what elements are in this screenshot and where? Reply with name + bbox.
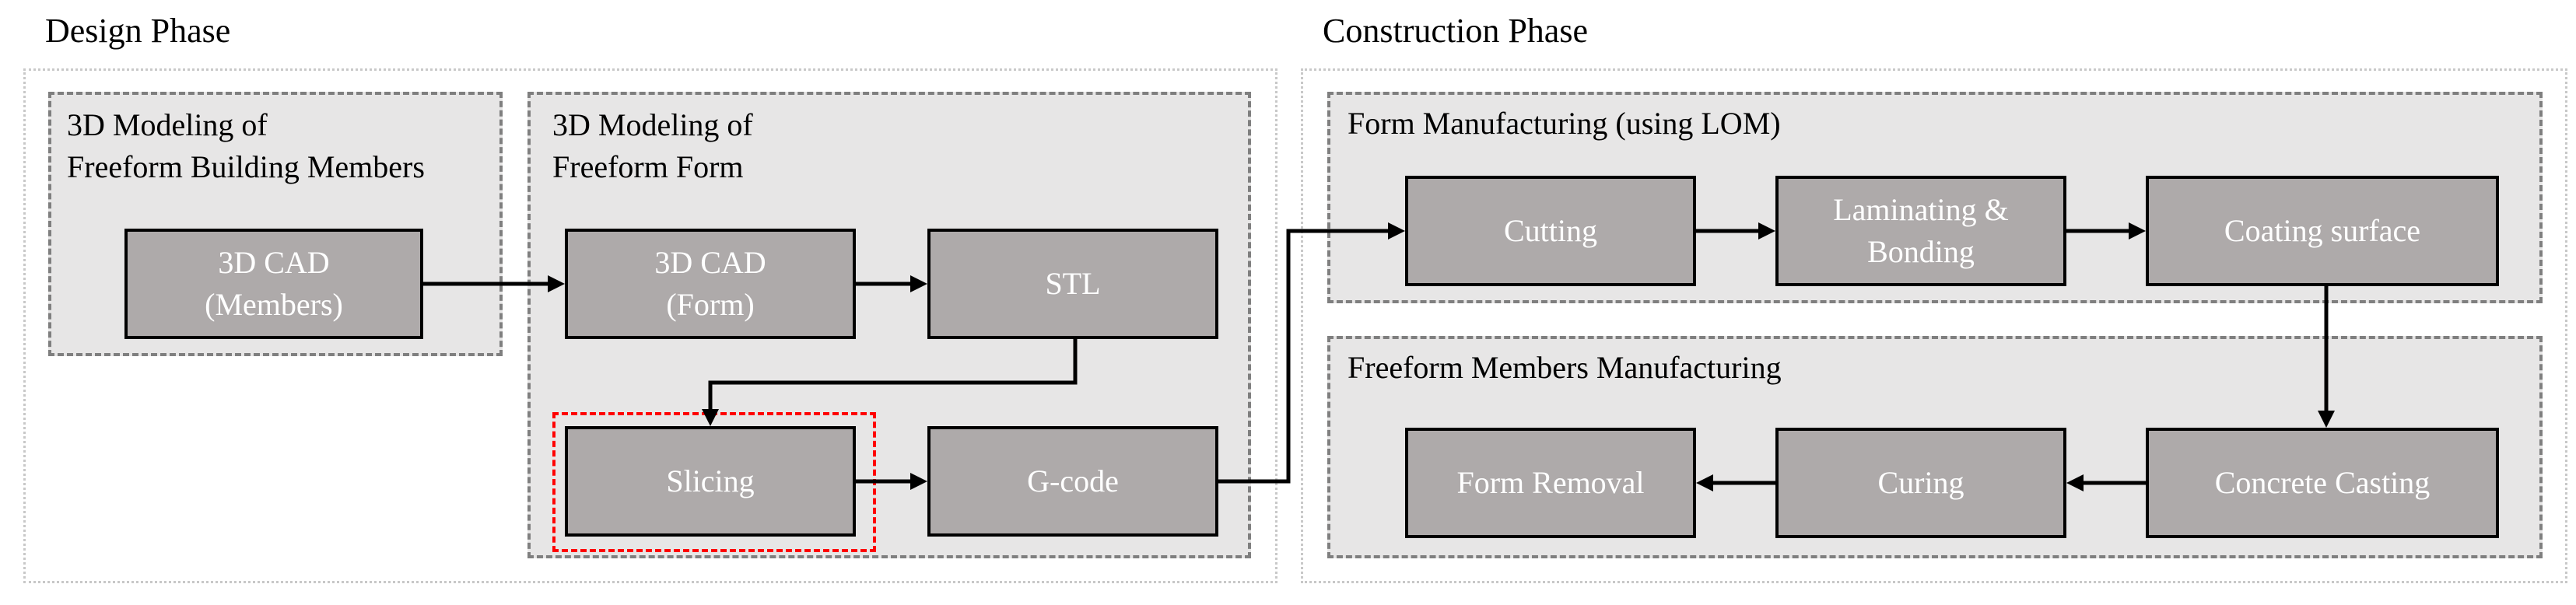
group-members-manufacturing-label: Freeform Members Manufacturing [1348,350,1782,385]
arrowhead-form-removal [1696,474,1713,491]
arrow-stl-to-slicing [708,339,1078,418]
node-g-code: G-code [927,426,1218,537]
node-3d-cad-members: 3D CAD (Members) [124,229,423,339]
node-coating-surface: Coating surface [2146,176,2499,286]
arrowhead-cad-form [548,275,565,292]
arrowhead-gcode [910,473,927,490]
node-3d-cad-form: 3D CAD (Form) [565,229,856,339]
node-form-removal: Form Removal [1405,428,1696,538]
node-cutting: Cutting [1405,176,1696,286]
node-curing: Curing [1775,428,2066,538]
arrowhead-stl [910,275,927,292]
arrowhead-curing [2066,474,2084,491]
construction-phase-container [1301,68,2567,583]
arrowhead-cutting [1388,222,1405,240]
arrowhead-laminating [1758,222,1775,240]
design-phase-title: Design Phase [45,12,231,50]
group-form-manufacturing-label: Form Manufacturing (using LOM) [1348,106,1781,141]
group-modeling-members: 3D Modeling of Freeform Building Members [48,92,503,356]
arrowhead-coating [2129,222,2146,240]
design-phase-container [23,68,1277,583]
node-stl: STL [927,229,1218,339]
construction-phase-title: Construction Phase [1323,12,1588,50]
node-slicing: Slicing [565,426,856,537]
arrowhead-slicing [702,409,719,426]
arrowhead-casting [2318,411,2335,428]
node-laminating-bonding: Laminating & Bonding [1775,176,2066,286]
node-concrete-casting: Concrete Casting [2146,428,2499,538]
arrow-gcode-to-cutting [1218,229,1397,484]
group-modeling-form-label: 3D Modeling of Freeform Form [552,107,753,184]
group-modeling-members-label: 3D Modeling of Freeform Building Members [67,107,425,184]
